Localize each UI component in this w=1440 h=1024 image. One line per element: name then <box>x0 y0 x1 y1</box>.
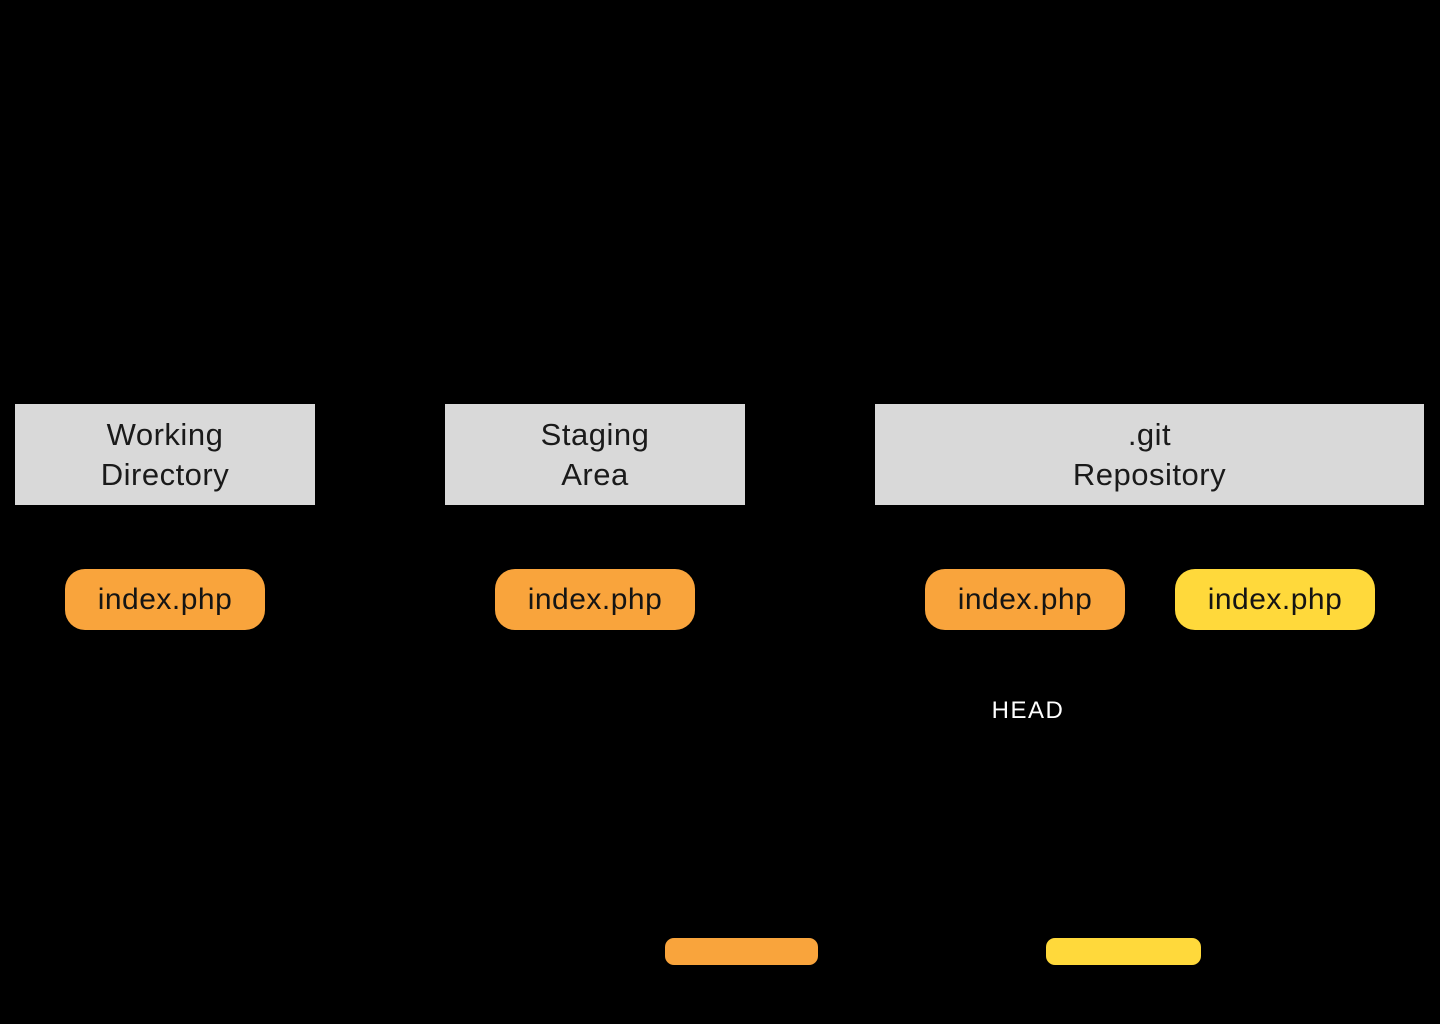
working-directory-title-line1: Working <box>106 416 224 452</box>
file-chip-label: index.php <box>527 582 663 616</box>
working-directory-title-line2: Directory <box>100 456 230 492</box>
file-chip-staging-index-php: index.php <box>495 569 695 630</box>
git-repository-title-line1: .git <box>1127 416 1172 452</box>
git-repository-header: .git Repository <box>875 404 1424 505</box>
legend-swatch-yellow <box>1046 938 1201 965</box>
working-directory-header: Working Directory <box>15 404 315 505</box>
file-chip-label: index.php <box>97 582 233 616</box>
file-chip-label: index.php <box>1207 582 1343 616</box>
staging-area-header: Staging Area <box>445 404 745 505</box>
head-pointer-label: HEAD <box>991 697 1065 724</box>
file-chip-working-index-php: index.php <box>65 569 265 630</box>
file-chip-repo-index-php-yellow: index.php <box>1175 569 1375 630</box>
staging-area-title-line2: Area <box>561 456 629 492</box>
file-chip-label: index.php <box>957 582 1093 616</box>
legend-swatch-orange <box>665 938 818 965</box>
git-repository-title-line2: Repository <box>1072 456 1227 492</box>
staging-area-title-line1: Staging <box>540 416 650 452</box>
file-chip-repo-index-php-orange: index.php <box>925 569 1125 630</box>
